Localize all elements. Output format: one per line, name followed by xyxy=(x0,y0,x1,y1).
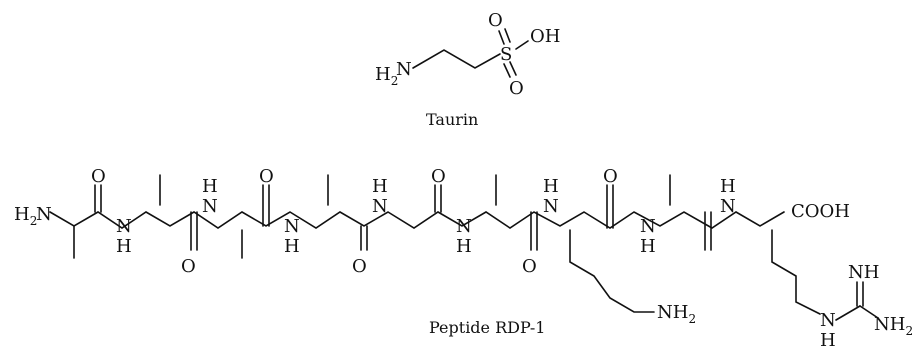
taurin-atom-oh: OH xyxy=(530,26,560,47)
taurin-so-bond-up-1 xyxy=(498,30,505,45)
taurin-atom-o-bottom: O xyxy=(509,78,524,99)
peptide-atom-n-5: N xyxy=(456,216,472,237)
peptide-atom-h-8: H xyxy=(720,176,736,197)
peptide-atom-o-3: O xyxy=(259,166,274,187)
peptide-atom-h2: H2 xyxy=(14,204,37,228)
peptide-atom-arg-h: H xyxy=(820,330,836,349)
taurin-so-bond-down-2 xyxy=(509,61,517,76)
taurin-atom-n: N xyxy=(396,59,412,80)
taurin-so-bond-up-2 xyxy=(504,28,511,43)
taurin-so-bond-down-1 xyxy=(503,63,511,78)
taurin-backbone xyxy=(412,49,501,69)
peptide-atom-n-6: N xyxy=(543,196,559,217)
peptide-rdp1-structure: H2 N O N H H N O O N H H N O O N H H N O… xyxy=(14,166,912,349)
peptide-atom-h-4: H xyxy=(372,176,388,197)
peptide-atom-o-1: O xyxy=(91,166,106,187)
peptide-atom-h-1: H xyxy=(116,236,132,257)
taurin-atom-o-top: O xyxy=(488,10,503,31)
peptide-atom-arg-n: N xyxy=(820,310,836,331)
peptide-atom-n-4: N xyxy=(372,196,388,217)
peptide-atom-cooh: COOH xyxy=(791,201,850,222)
peptide-atom-lys-nh2: NH2 xyxy=(657,302,696,326)
peptide-atom-guanidine-nh: NH xyxy=(848,262,879,283)
peptide-atom-n-3: N xyxy=(284,216,300,237)
peptide-atom-n-terminal: N xyxy=(36,204,52,225)
peptide-atom-h-5: H xyxy=(456,236,472,257)
peptide-atom-o-2: O xyxy=(181,256,196,277)
peptide-atom-n-2: N xyxy=(202,196,218,217)
peptide-atom-guanidine-nh2: NH2 xyxy=(874,314,912,338)
taurin-atom-h2: H2 xyxy=(375,64,398,88)
peptide-atom-o-5: O xyxy=(431,166,446,187)
taurin-structure: H2 N S O O OH Taurin xyxy=(375,10,560,129)
peptide-label: Peptide RDP-1 xyxy=(429,318,545,337)
taurin-label: Taurin xyxy=(426,110,478,129)
peptide-atom-o-7: O xyxy=(603,166,618,187)
peptide-atom-h-7: H xyxy=(640,236,656,257)
peptide-atom-o-6: O xyxy=(522,256,537,277)
peptide-atom-o-4: O xyxy=(352,256,367,277)
taurin-s-oh-bond xyxy=(515,40,529,50)
guanidine-n-c xyxy=(835,305,861,321)
lysine-side-chain xyxy=(569,229,655,313)
arginine-side-chain xyxy=(771,229,821,315)
guanidine-c-nh2 xyxy=(859,305,879,319)
peptide-atom-h-2: H xyxy=(202,176,218,197)
peptide-atom-n-8: N xyxy=(720,196,736,217)
peptide-atom-n-7: N xyxy=(640,216,656,237)
peptide-atom-h-3: H xyxy=(284,236,300,257)
peptide-atom-h-6: H xyxy=(543,176,559,197)
peptide-atom-n-1: N xyxy=(116,216,132,237)
peptide-backbone xyxy=(49,211,785,229)
taurin-atom-s: S xyxy=(500,44,512,65)
